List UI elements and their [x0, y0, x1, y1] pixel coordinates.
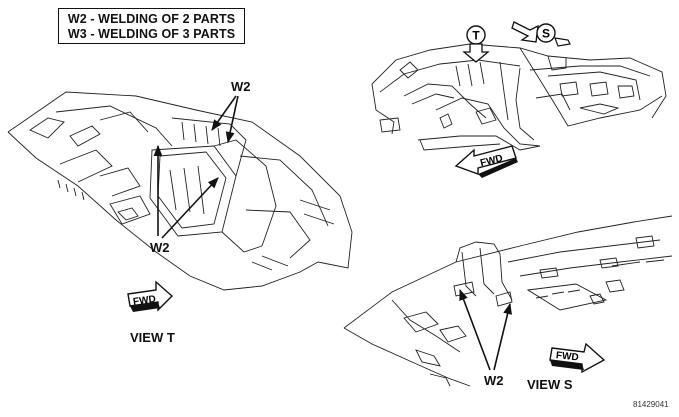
- view-t-fwd-text: FWD: [132, 294, 156, 308]
- view-t-fwd-arrow: FWD: [127, 280, 174, 312]
- overview-fwd-text: FWD: [479, 153, 504, 169]
- view-t-title: VIEW T: [130, 330, 175, 345]
- view-s-fwd-text: FWD: [555, 350, 579, 363]
- figure-id: 81429041: [633, 400, 669, 409]
- legend-w2: W2 - WELDING OF 2 PARTS: [67, 12, 236, 26]
- view-s-floor-pan: [343, 215, 673, 387]
- weld-legend: W2 - WELDING OF 2 PARTS W3 - WELDING OF …: [58, 8, 245, 44]
- legend-w3: W3 - WELDING OF 3 PARTS: [67, 27, 236, 41]
- overview-chassis: [371, 43, 667, 151]
- view-t-floor-pan: [7, 91, 353, 291]
- view-t-marker: T: [462, 25, 490, 63]
- view-s-title: VIEW S: [527, 377, 573, 392]
- view-t-callout-arrows: [153, 95, 239, 239]
- view-t-callout-bottom: W2: [150, 240, 170, 255]
- marker-s-label: S: [542, 27, 550, 41]
- view-s-marker: S: [511, 21, 571, 47]
- marker-t-label: T: [472, 29, 480, 43]
- view-t-callout-top: W2: [231, 79, 251, 94]
- view-s-fwd-arrow: FWD: [549, 342, 606, 374]
- view-s-callout: W2: [484, 373, 504, 388]
- view-s-callout-arrows: [459, 288, 512, 371]
- overview-fwd-arrow: FWD: [454, 145, 518, 178]
